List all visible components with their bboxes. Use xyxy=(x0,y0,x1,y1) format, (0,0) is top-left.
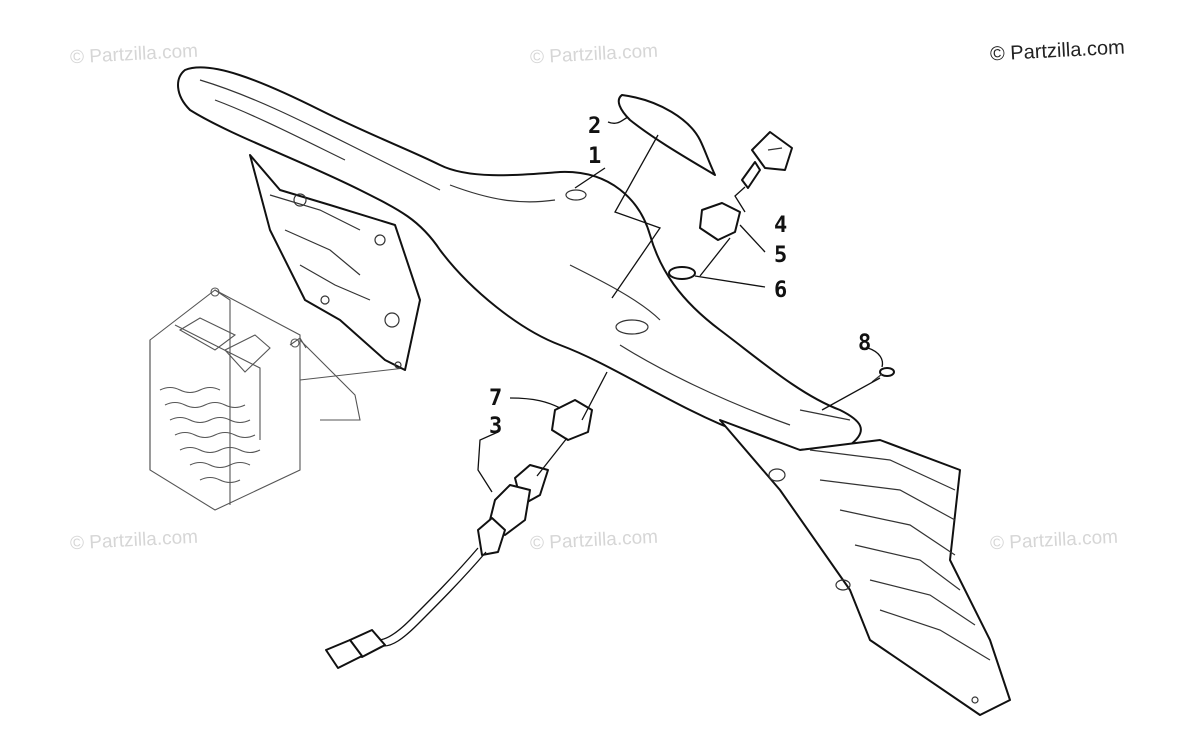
callout-3: 3 xyxy=(489,414,502,439)
callout-7: 7 xyxy=(489,386,502,411)
steering-cover-part-1 xyxy=(177,66,1011,716)
callout-6: 6 xyxy=(774,278,787,303)
socket-harness-part-3 xyxy=(325,464,549,669)
screw-part-8 xyxy=(871,367,895,383)
washer-part-6 xyxy=(668,266,696,280)
ghost-ecu-box xyxy=(149,287,406,511)
callout-2: 2 xyxy=(588,114,601,139)
ignition-switch-part-5 xyxy=(699,202,741,241)
decal-part-2 xyxy=(617,94,716,176)
key-part-4 xyxy=(741,131,793,189)
leader-lines xyxy=(477,116,884,493)
callout-4: 4 xyxy=(774,213,787,238)
callout-5: 5 xyxy=(774,243,787,268)
callout-8: 8 xyxy=(858,331,871,356)
grommet-part-7 xyxy=(551,399,593,441)
callout-1: 1 xyxy=(588,144,601,169)
